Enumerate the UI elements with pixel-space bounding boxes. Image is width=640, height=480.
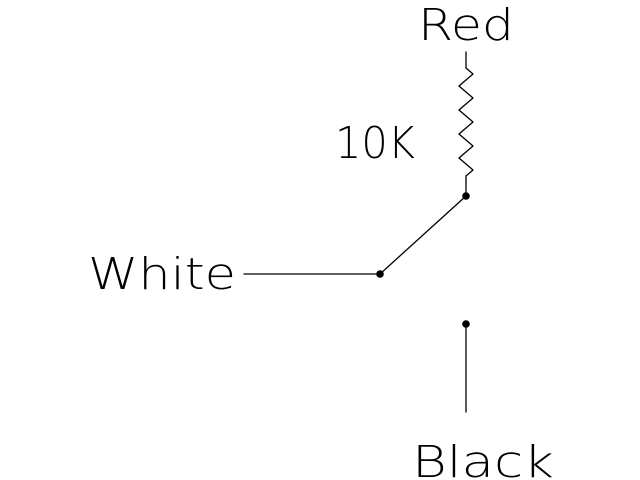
resistor-symbol [458,67,474,177]
black-wire-label: Black [412,437,554,480]
switch-blade [379,195,467,275]
white-wire-label: White [88,249,236,300]
red-wire-label: Red [418,0,514,51]
resistance-value-label: 10K [335,118,415,169]
